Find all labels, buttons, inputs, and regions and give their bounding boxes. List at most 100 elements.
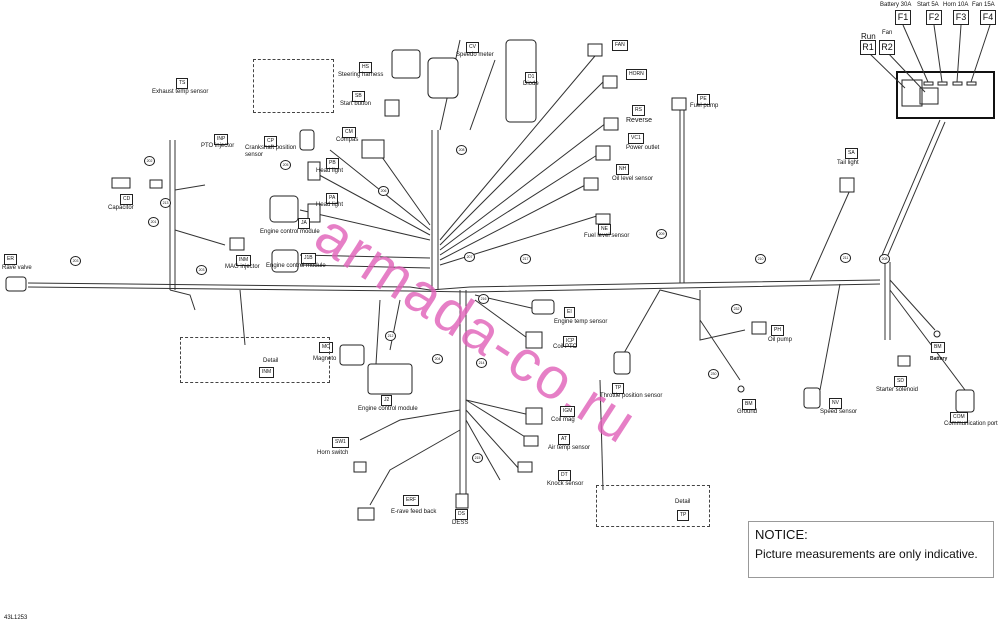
detail-box-steering: [253, 59, 334, 113]
detail-box-inm: Detail INM: [180, 337, 330, 383]
component-label: Battery: [930, 356, 948, 362]
component-label: Engine control module: [260, 229, 320, 235]
code-tag: CD: [120, 194, 134, 205]
notice-text: Picture measurements are only indicative…: [755, 547, 978, 561]
code-tag: COM: [950, 412, 968, 423]
connector-oil-pump: [751, 321, 767, 335]
wire-tag: 214: [476, 358, 487, 368]
code-tag: DT: [558, 470, 571, 481]
connector-exhaust-temp: [149, 179, 163, 189]
wire-tag: 205: [280, 160, 291, 170]
code-tag: INP: [214, 134, 229, 145]
wire-tag: 203: [70, 256, 81, 266]
component-label: Coil mag: [551, 417, 575, 423]
branch-left: [169, 140, 176, 290]
connector-head-light-pa: [307, 203, 321, 223]
detail-label: Detail: [675, 499, 691, 505]
component-label: Power outlet: [626, 145, 660, 151]
fuse-label: Battery 30A: [880, 2, 912, 8]
connector-start-button: [384, 99, 400, 117]
relay-label: Fan: [882, 30, 893, 36]
connector-knock: [517, 461, 533, 473]
code-tag: CV: [466, 42, 479, 53]
wire-tag: 208: [456, 145, 467, 155]
connector-compas: [361, 139, 385, 159]
connector-engine-temp: [531, 299, 555, 315]
notice-title: NOTICE:: [755, 527, 808, 542]
component-label: Tail light: [837, 160, 859, 166]
connector-dess: [455, 493, 469, 509]
component-label: Engine control module: [266, 263, 326, 269]
code-tag: NH: [616, 164, 630, 175]
connector-fuel-pump: [671, 97, 687, 111]
wire-tag: 217: [520, 254, 531, 264]
component-label: Magneto: [313, 356, 337, 362]
relay-code: R2: [879, 40, 895, 55]
component-label: Reverse: [626, 117, 653, 124]
wire-tag: 211: [840, 253, 851, 263]
component-label: Speedo meter: [456, 52, 494, 58]
wire-tag: 208: [879, 254, 890, 264]
wire-tag: 201: [148, 217, 159, 227]
component-label: Exhaust temp sensor: [152, 89, 209, 95]
connector-horn: [602, 75, 618, 89]
component-label: MAG injector: [225, 264, 260, 270]
connector-magneto: [339, 344, 365, 366]
component-label: DESS: [452, 520, 469, 526]
detail-label: Detail: [263, 358, 279, 364]
relay-label: Run: [861, 32, 876, 41]
code-tag: BM: [742, 399, 756, 410]
component-label: Coil PTO: [553, 344, 578, 350]
component-label: Engine temp sensor: [554, 319, 608, 325]
fuse-label: Start 5A: [917, 2, 939, 8]
code-tag: VC1: [628, 133, 644, 144]
connector-capacitor: [111, 177, 131, 189]
component-label: Engine control module: [358, 406, 418, 412]
code-tag: HORN: [626, 69, 647, 80]
component-label: Speed sensor: [820, 409, 858, 415]
connector-steering: [391, 49, 421, 79]
connector-horn-switch: [353, 461, 367, 473]
detail-box-tp: Detail TP: [596, 485, 710, 527]
wire-tag: 204: [432, 354, 443, 364]
component-label: Fuel pump: [690, 103, 719, 109]
wire-tag: 212: [385, 331, 396, 341]
branch-center: [431, 130, 439, 290]
relay-code: R1: [860, 40, 876, 55]
component-label: Knock sensor: [547, 481, 584, 487]
connector-reverse: [603, 117, 619, 131]
code-tag: EI: [564, 307, 575, 318]
wire-tag: 203: [196, 265, 207, 275]
code-tag: INM: [236, 255, 252, 266]
code-tag: SA: [845, 148, 858, 159]
connector-starter-solenoid: [897, 355, 911, 367]
fuse-label: Horn 10A: [943, 2, 969, 8]
code-tag: CP: [264, 136, 277, 147]
battery-terminal: [933, 330, 941, 338]
connector-throttle: [613, 351, 631, 375]
component-label: Oil level sensor: [612, 176, 654, 182]
component-label: Diode: [523, 81, 539, 87]
wire-tag: 202: [144, 156, 155, 166]
component-label: Throttle position sensor: [600, 393, 663, 399]
component-label: Rave valve: [2, 265, 32, 271]
code-tag: BM: [931, 342, 945, 353]
component-label: Oil pump: [768, 337, 793, 343]
wire-tag: 213: [160, 198, 171, 208]
connector-ecm-j2: [367, 363, 413, 395]
code-tag: ICP: [563, 336, 578, 347]
code-tag: PA: [326, 193, 339, 204]
wire-tag: 210: [755, 254, 766, 264]
connector-communication: [955, 389, 975, 413]
wire-tag: 215: [472, 453, 483, 463]
wire-tag: 206: [378, 186, 389, 196]
component-label: Start button: [340, 101, 372, 107]
branch-lower-center: [459, 290, 467, 500]
detail-code: INM: [259, 367, 275, 378]
code-tag: TS: [176, 78, 189, 89]
connector-fuel-level: [595, 213, 611, 225]
detail-code: TP: [677, 510, 690, 521]
code-tag: PE: [697, 94, 710, 105]
code-tag: ER: [4, 254, 17, 265]
